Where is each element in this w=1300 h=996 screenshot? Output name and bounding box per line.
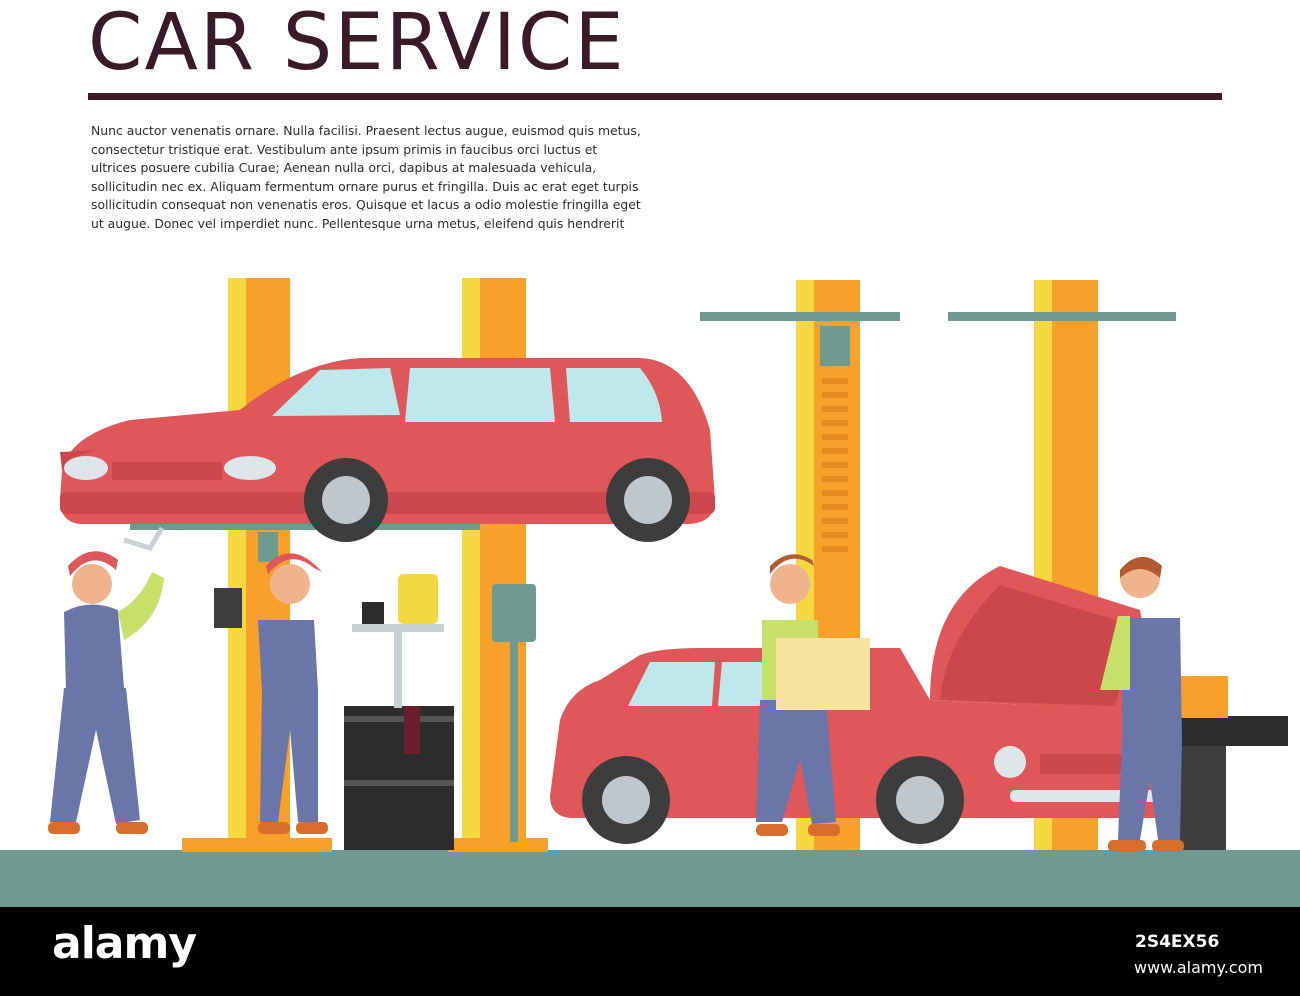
mechanic-with-box xyxy=(756,554,870,836)
lift-arm xyxy=(130,522,480,530)
title-underline xyxy=(88,93,1222,100)
mechanic-at-hood xyxy=(1100,556,1184,852)
page-title: CAR SERVICE xyxy=(88,0,626,88)
site-url: www.alamy.com xyxy=(1134,958,1263,977)
control-panel xyxy=(492,584,536,642)
paragraph-line: sollicitudin nec ex. Aliquam fermentum o… xyxy=(91,178,639,194)
oil-can-icon xyxy=(398,574,438,624)
ground-car xyxy=(550,566,1218,844)
garage-floor xyxy=(0,850,1300,907)
oil-barrel xyxy=(344,706,454,850)
garage-illustration xyxy=(0,278,1300,907)
alamy-logo: alamy xyxy=(52,918,197,969)
cardboard-box xyxy=(776,638,870,710)
mechanic-with-wrench xyxy=(48,526,165,834)
paragraph-line: Nunc auctor venenatis ornare. Nulla faci… xyxy=(91,123,641,138)
tool-stand xyxy=(352,574,444,708)
clipboard-icon xyxy=(214,588,242,628)
paragraph-line: sollicitudin consequat non venenatis ero… xyxy=(91,197,641,212)
paragraph-line: ut augue. Donec vel imperdiet nunc. Pell… xyxy=(91,215,625,231)
mechanic-with-clipboard xyxy=(214,553,328,834)
image-id: 2S4EX56 xyxy=(1135,932,1220,952)
paragraph-line: ultrices posuere cubilia Curae; Aenean n… xyxy=(91,160,597,175)
stock-footer-bar xyxy=(0,907,1300,996)
intro-paragraph: Nunc auctor venenatis ornare. Nulla faci… xyxy=(91,122,731,233)
paragraph-line: consectetur tristique erat. Vestibulum a… xyxy=(91,141,598,157)
wrench-icon xyxy=(123,526,165,551)
workbench xyxy=(1176,676,1288,850)
lifted-car xyxy=(60,358,715,542)
toolbox-icon xyxy=(1176,676,1228,718)
